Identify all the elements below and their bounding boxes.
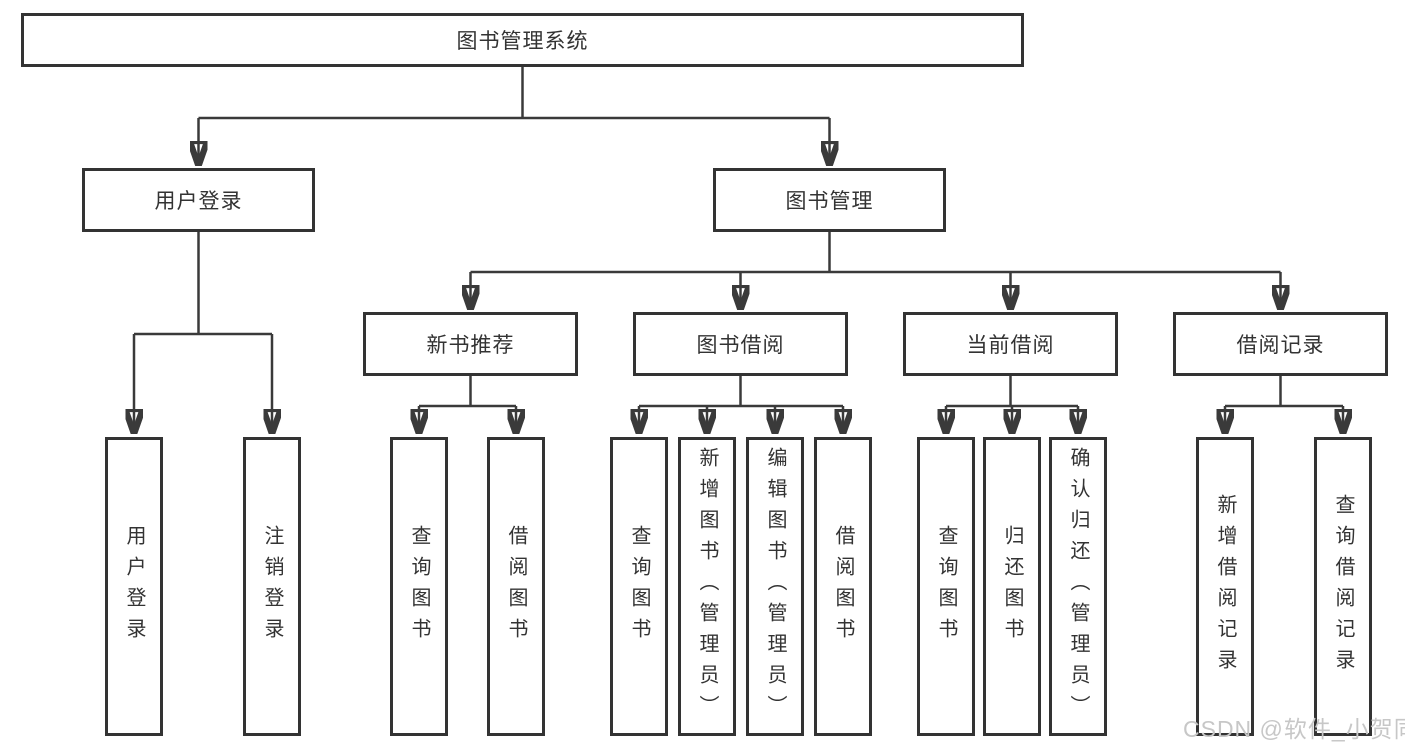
leaf-borrow-edit-books-admin-label: 编辑图书（管理员） [764, 447, 786, 726]
leaf-borrow-query-books: 查询图书 [610, 437, 668, 736]
node-book-borrow-label: 图书借阅 [696, 334, 785, 357]
node-book-management-label: 图书管理 [785, 190, 874, 213]
node-borrow-records: 借阅记录 [1173, 312, 1388, 376]
node-book-management: 图书管理 [713, 168, 946, 232]
leaf-current-confirm-return-admin: 确认归还（管理员） [1049, 437, 1107, 736]
leaf-records-add-record: 新增借阅记录 [1196, 437, 1254, 736]
leaf-records-add-record-label: 新增借阅记录 [1214, 493, 1236, 680]
leaf-recommend-borrow-books-label: 借阅图书 [505, 524, 527, 649]
node-current-borrow: 当前借阅 [903, 312, 1118, 376]
leaf-recommend-query-books-label: 查询图书 [408, 524, 430, 649]
node-new-book-recommend: 新书推荐 [363, 312, 578, 376]
leaf-borrow-query-books-label: 查询图书 [628, 524, 650, 649]
leaf-current-query-books-label: 查询图书 [935, 524, 957, 649]
leaf-current-return-books-label: 归还图书 [1001, 524, 1023, 649]
node-new-book-recommend-label: 新书推荐 [426, 334, 515, 357]
leaf-recommend-query-books: 查询图书 [390, 437, 448, 736]
csdn-watermark: CSDN @软件_小贺同学 [1183, 716, 1405, 742]
leaf-borrow-add-books-admin-label: 新增图书（管理员） [696, 447, 718, 726]
leaf-logout: 注销登录 [243, 437, 301, 736]
node-borrow-records-label: 借阅记录 [1236, 334, 1325, 357]
leaf-borrow-borrow-books: 借阅图书 [814, 437, 872, 736]
leaf-recommend-borrow-books: 借阅图书 [487, 437, 545, 736]
leaf-records-query-record: 查询借阅记录 [1314, 437, 1372, 736]
leaf-current-confirm-return-admin-label: 确认归还（管理员） [1067, 447, 1089, 726]
leaf-borrow-add-books-admin: 新增图书（管理员） [678, 437, 736, 736]
node-root-label: 图书管理系统 [456, 30, 589, 53]
leaf-records-query-record-label: 查询借阅记录 [1332, 493, 1354, 680]
leaf-current-query-books: 查询图书 [917, 437, 975, 736]
node-user-login-label: 用户登录 [154, 190, 243, 213]
node-user-login: 用户登录 [82, 168, 315, 232]
leaf-user-login: 用户登录 [105, 437, 163, 736]
node-current-borrow-label: 当前借阅 [966, 334, 1055, 357]
leaf-logout-label: 注销登录 [261, 524, 283, 649]
leaf-current-return-books: 归还图书 [983, 437, 1041, 736]
leaf-borrow-borrow-books-label: 借阅图书 [832, 524, 854, 649]
leaf-user-login-label: 用户登录 [123, 524, 145, 649]
leaf-borrow-edit-books-admin: 编辑图书（管理员） [746, 437, 804, 736]
node-root: 图书管理系统 [21, 13, 1024, 67]
node-book-borrow: 图书借阅 [633, 312, 848, 376]
